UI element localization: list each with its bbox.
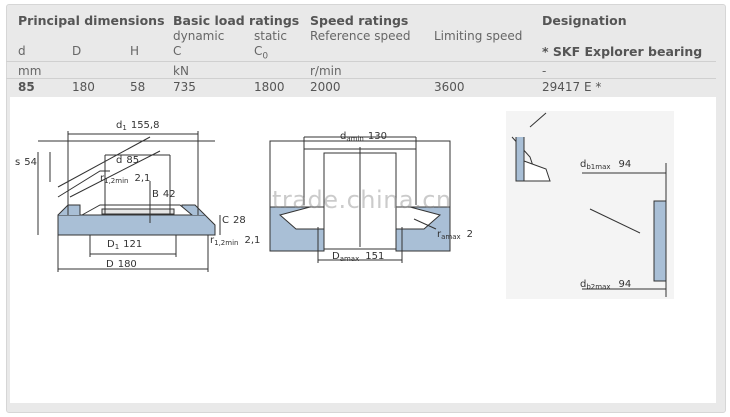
subheader-static: static	[254, 29, 287, 43]
bearing-dimension-drawing	[37, 131, 221, 272]
header-principal-dimensions: Principal dimensions	[18, 13, 165, 28]
watermark: trade.china.cn	[272, 186, 452, 214]
value-H: 58	[130, 80, 146, 94]
value-reference-speed: 2000	[310, 80, 341, 94]
header-speed-ratings: Speed ratings	[310, 13, 409, 28]
header-basic-load-ratings: Basic load ratings	[173, 13, 300, 28]
value-C: 735	[173, 80, 196, 94]
value-limiting-speed: 3600	[434, 80, 465, 94]
unit-mm: mm	[18, 64, 42, 78]
subheader-C0: C0	[254, 44, 269, 62]
unit-rpm: r/min	[310, 64, 342, 78]
subheader-skf-explorer: * SKF Explorer bearing	[542, 44, 703, 59]
housing-abutment-drawing	[506, 111, 674, 299]
unit-designation: -	[542, 64, 547, 78]
subheader-limiting-speed: Limiting speed	[434, 29, 523, 43]
value-D: 180	[72, 80, 95, 94]
subheader-C: C	[173, 44, 182, 58]
divider	[6, 61, 716, 62]
header-designation: Designation	[542, 13, 627, 28]
subheader-dynamic: dynamic	[173, 29, 225, 43]
abutment-drawing	[269, 136, 451, 263]
subheader-H: H	[130, 44, 140, 58]
unit-kn: kN	[173, 64, 189, 78]
subheader-reference-speed: Reference speed	[310, 29, 411, 43]
subheader-D: D	[72, 44, 82, 58]
divider	[6, 78, 716, 79]
value-designation: 29417 E *	[542, 80, 602, 94]
value-d: 85	[18, 80, 35, 94]
value-C0: 1800	[254, 80, 285, 94]
subheader-d: d	[18, 44, 26, 58]
